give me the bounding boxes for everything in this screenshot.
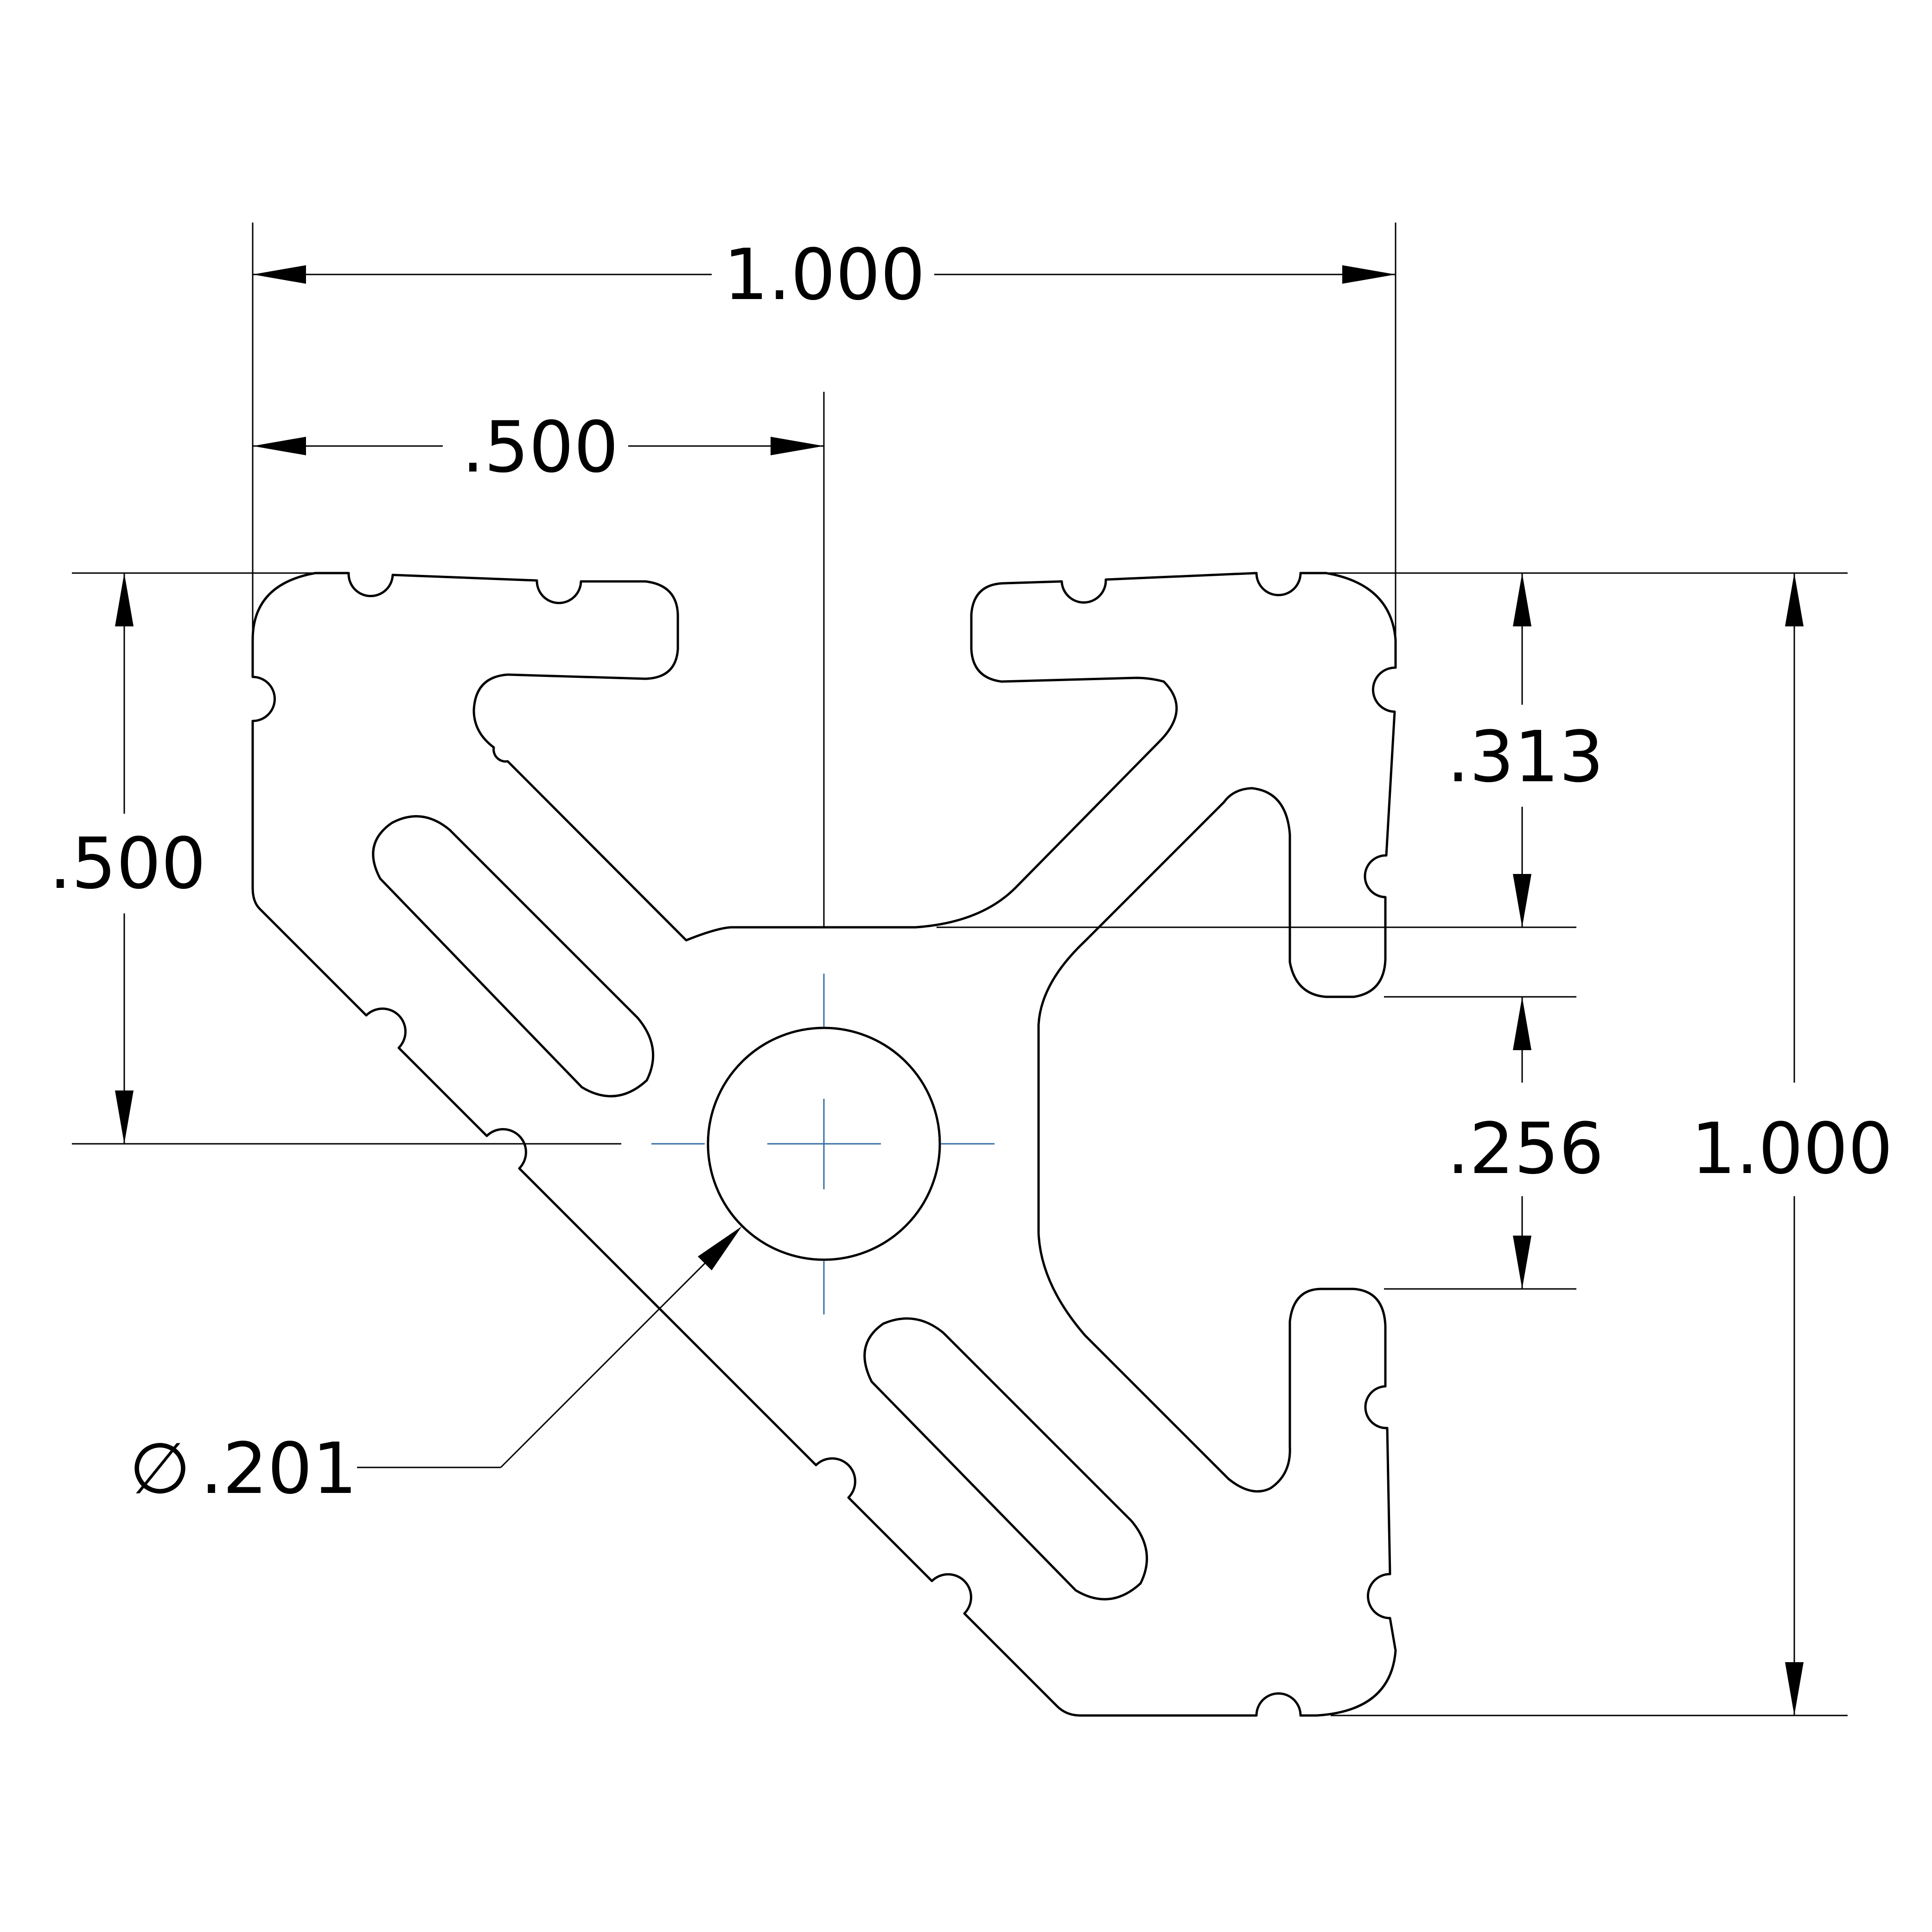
overall-height-label: 1.000: [1691, 1108, 1893, 1190]
bore-diameter-label: .201: [200, 1428, 357, 1510]
slot-opening-label: .256: [1447, 1108, 1604, 1190]
profile-outline: [251, 572, 1397, 1717]
half-width-label: .500: [462, 406, 618, 488]
dim-slot-top: .313: [937, 572, 1848, 928]
diameter-symbol: ∅: [129, 1428, 191, 1510]
slot-top-label: .313: [1447, 716, 1604, 798]
slot-lower-right: [863, 1317, 1148, 1600]
dim-half-height: .500: [49, 572, 621, 1145]
center-mark: [651, 974, 995, 1314]
dim-slot-opening: .256: [1384, 996, 1604, 1290]
slot-upper-left: [372, 815, 655, 1097]
dim-half-width: .500: [253, 392, 825, 927]
dim-bore-diameter: ∅ .201: [129, 1226, 742, 1510]
overall-width-label: 1.000: [723, 234, 925, 316]
dim-overall-height: 1.000: [1331, 573, 1893, 1716]
half-height-label: .500: [49, 823, 206, 905]
dim-overall-width: 1.000: [252, 223, 1396, 644]
outer-boundary: [251, 572, 1397, 1717]
center-bore: [707, 1027, 941, 1261]
